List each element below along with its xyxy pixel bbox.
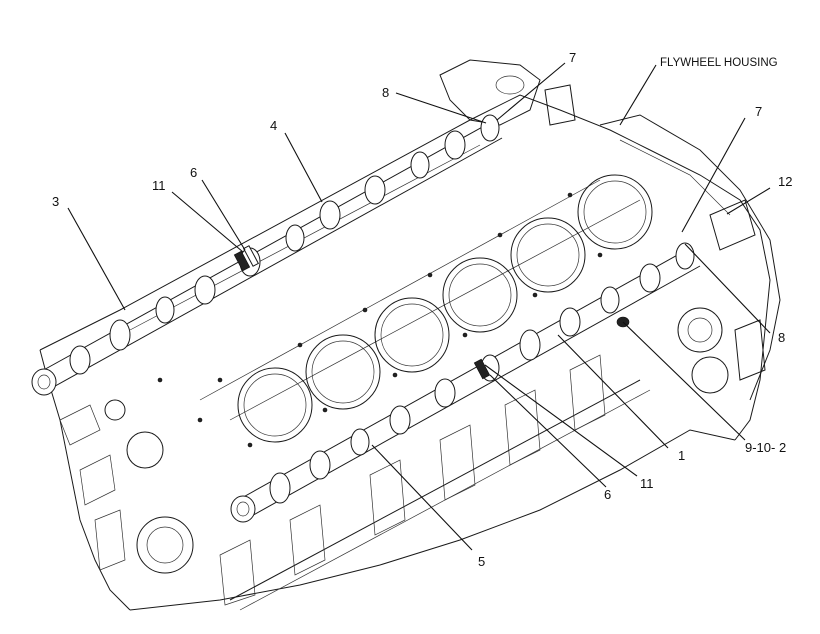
- cylinder-bores: [237, 174, 653, 443]
- callout-9-10-2: 9-10- 2: [745, 440, 786, 455]
- callout-6-bottom: 6: [604, 487, 611, 502]
- cylinder-bore: [374, 297, 450, 373]
- flywheel-housing: [599, 114, 781, 401]
- callout-7-top: 7: [569, 50, 576, 65]
- cylinder-bore: [305, 334, 381, 410]
- cylinder-bore: [442, 257, 518, 333]
- callout-11-top: 11: [152, 178, 166, 193]
- top-bracket: [439, 59, 576, 126]
- callout-7-right: 7: [755, 104, 762, 119]
- callout-11-bottom: 11: [640, 476, 654, 491]
- callout-5: 5: [478, 554, 485, 569]
- cylinder-bore: [237, 367, 313, 443]
- callout-1: 1: [678, 448, 685, 463]
- deck-bolt-holes: [157, 192, 603, 448]
- callout-labels: 3 4 11 6 8 7 FLYWHEEL HOUSING 7 12 8 9-1…: [52, 50, 792, 569]
- callout-4: 4: [270, 118, 277, 133]
- camshaft-left-bank: [31, 114, 503, 396]
- cylinder-bore: [510, 217, 586, 293]
- callout-12: 12: [778, 174, 792, 189]
- callout-6-top: 6: [190, 165, 197, 180]
- callout-8-top: 8: [382, 85, 389, 100]
- cylinder-bore: [577, 174, 653, 250]
- callout-8-right: 8: [778, 330, 785, 345]
- callout-leaders: [67, 62, 771, 551]
- engine-block: [39, 94, 771, 611]
- camshaft-right-bank: [230, 242, 701, 523]
- callout-3: 3: [52, 194, 59, 209]
- flywheel-housing-label: FLYWHEEL HOUSING: [660, 57, 778, 69]
